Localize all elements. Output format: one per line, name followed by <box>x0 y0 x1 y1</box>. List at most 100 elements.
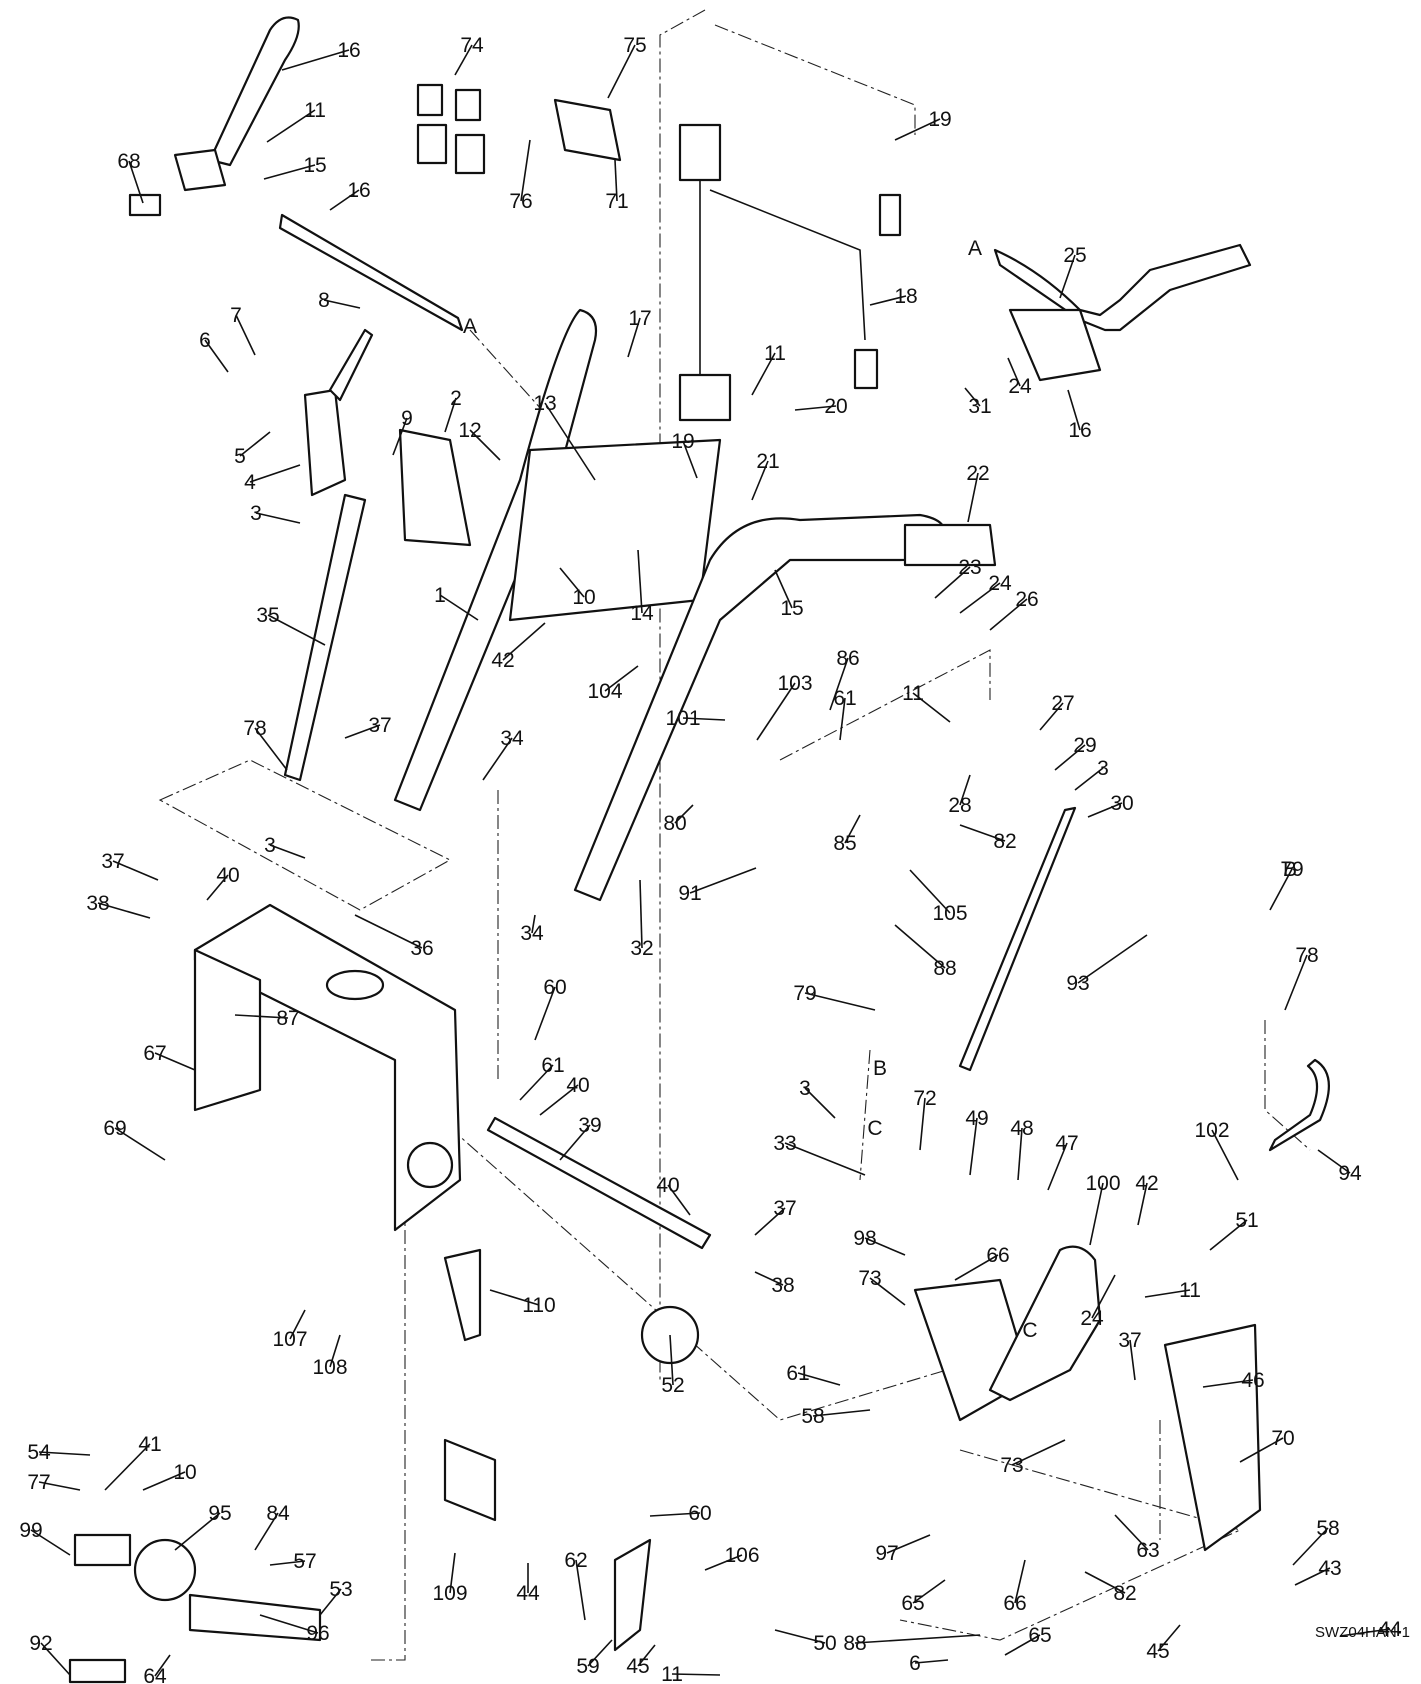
callout-number: 16 <box>337 39 360 62</box>
callout-number: C <box>1022 1319 1037 1342</box>
callout-27: 27 <box>1039 692 1075 731</box>
callout-37: 37 <box>101 850 159 881</box>
callout-37: 37 <box>344 714 392 739</box>
callout-14: 14 <box>630 549 654 625</box>
callout-52: 52 <box>661 1334 685 1397</box>
leader-line <box>649 1512 701 1517</box>
leader-line <box>774 1629 826 1644</box>
callout-105: 105 <box>909 869 968 925</box>
callout-number: 6 <box>909 1652 921 1675</box>
leader-line <box>174 1512 221 1551</box>
leader-line <box>289 1309 306 1340</box>
lower-left-cluster <box>68 1533 322 1684</box>
callout-number: 98 <box>853 1227 876 1250</box>
leader-line <box>114 1127 166 1161</box>
callout-24: 24 <box>1007 357 1032 398</box>
callout-21: 21 <box>751 450 780 501</box>
callout-number: B <box>1283 858 1297 881</box>
callout-number: 24 <box>1080 1307 1104 1330</box>
leader-line <box>1292 1527 1329 1566</box>
leader-line <box>751 460 769 501</box>
callout-number: 72 <box>913 1087 936 1110</box>
callout-65: 65 <box>901 1579 946 1615</box>
leader-line <box>839 697 846 741</box>
callout-99: 99 <box>19 1519 71 1556</box>
callout-number: 45 <box>1146 1640 1169 1663</box>
callout-number: 23 <box>958 556 981 579</box>
speed-lever-right <box>993 243 1252 382</box>
leader-line <box>754 1207 786 1236</box>
leader-line <box>1129 1339 1136 1381</box>
leader-line <box>671 1673 721 1676</box>
callout-number: 97 <box>875 1542 898 1565</box>
leader-line <box>682 440 698 479</box>
callout-28: 28 <box>948 774 972 817</box>
callout-18: 18 <box>869 285 918 308</box>
callout-11: 11 <box>1144 1279 1201 1302</box>
leader-line <box>1077 934 1148 984</box>
reference-id: SWZ04HAN-1 <box>1315 1624 1410 1641</box>
leader-line <box>756 682 796 741</box>
callout-number: 40 <box>216 864 239 887</box>
callout-85: 85 <box>833 814 861 855</box>
leader-line <box>919 1097 926 1151</box>
leader-line <box>112 860 159 881</box>
callout-C: C <box>867 1117 882 1140</box>
callout-number: 77 <box>27 1471 50 1494</box>
callout-number: 42 <box>1135 1172 1158 1195</box>
callout-number: 15 <box>780 597 803 620</box>
leader-line <box>969 1117 978 1176</box>
leader-line <box>482 737 513 781</box>
leader-line <box>269 844 306 859</box>
wire-harness <box>678 123 902 422</box>
callout-number: C <box>867 1117 882 1140</box>
leader-line <box>254 1512 279 1551</box>
callout-number: 6 <box>199 329 211 352</box>
leader-line <box>104 1443 151 1491</box>
leader-line <box>255 512 301 524</box>
leader-line <box>912 1579 946 1604</box>
callout-number: 91 <box>678 882 701 905</box>
callout-109: 109 <box>432 1552 468 1605</box>
callout-number: 35 <box>256 604 279 627</box>
control-bracket-2 <box>398 428 472 547</box>
leader-line <box>234 1014 289 1019</box>
leader-line <box>449 1552 456 1594</box>
callout-97: 97 <box>875 1534 931 1565</box>
lower-center-cluster <box>443 1248 700 1652</box>
leader-line <box>1269 868 1293 911</box>
callout-22: 22 <box>966 462 990 523</box>
callout-number: 20 <box>824 395 847 418</box>
callout-45: 45 <box>1146 1624 1181 1663</box>
callout-number: 44 <box>1378 1618 1402 1641</box>
callout-number: 73 <box>1000 1454 1023 1477</box>
callout-number: 18 <box>894 285 917 308</box>
leader-line <box>1007 357 1021 387</box>
callout-11: 11 <box>902 682 951 723</box>
callout-3: 3 <box>1074 757 1109 791</box>
callout-number: 11 <box>304 99 326 122</box>
leader-line <box>319 1588 342 1616</box>
callout-number: 50 <box>813 1632 836 1655</box>
callout-number: 14 <box>630 602 654 625</box>
callout-11: 11 <box>661 1663 721 1684</box>
callout-number: 46 <box>1241 1369 1264 1392</box>
callout-number: 58 <box>1316 1517 1339 1540</box>
switch-plugs <box>416 83 486 175</box>
leader-line <box>804 1087 836 1119</box>
callout-96: 96 <box>259 1614 330 1645</box>
leader-line <box>266 109 316 143</box>
shift-rod <box>278 213 464 332</box>
callout-37: 37 <box>1118 1329 1142 1381</box>
leader-line <box>392 417 408 456</box>
callout-20: 20 <box>794 395 848 418</box>
callout-number: 5 <box>234 445 246 468</box>
callout-number: 107 <box>272 1328 307 1351</box>
callout-number: 9 <box>401 407 413 430</box>
leader-line <box>869 1277 906 1306</box>
callout-number: 73 <box>858 1267 881 1290</box>
callout-48: 48 <box>1010 1117 1034 1181</box>
callout-number: 34 <box>500 727 524 750</box>
leader-line <box>639 879 643 949</box>
